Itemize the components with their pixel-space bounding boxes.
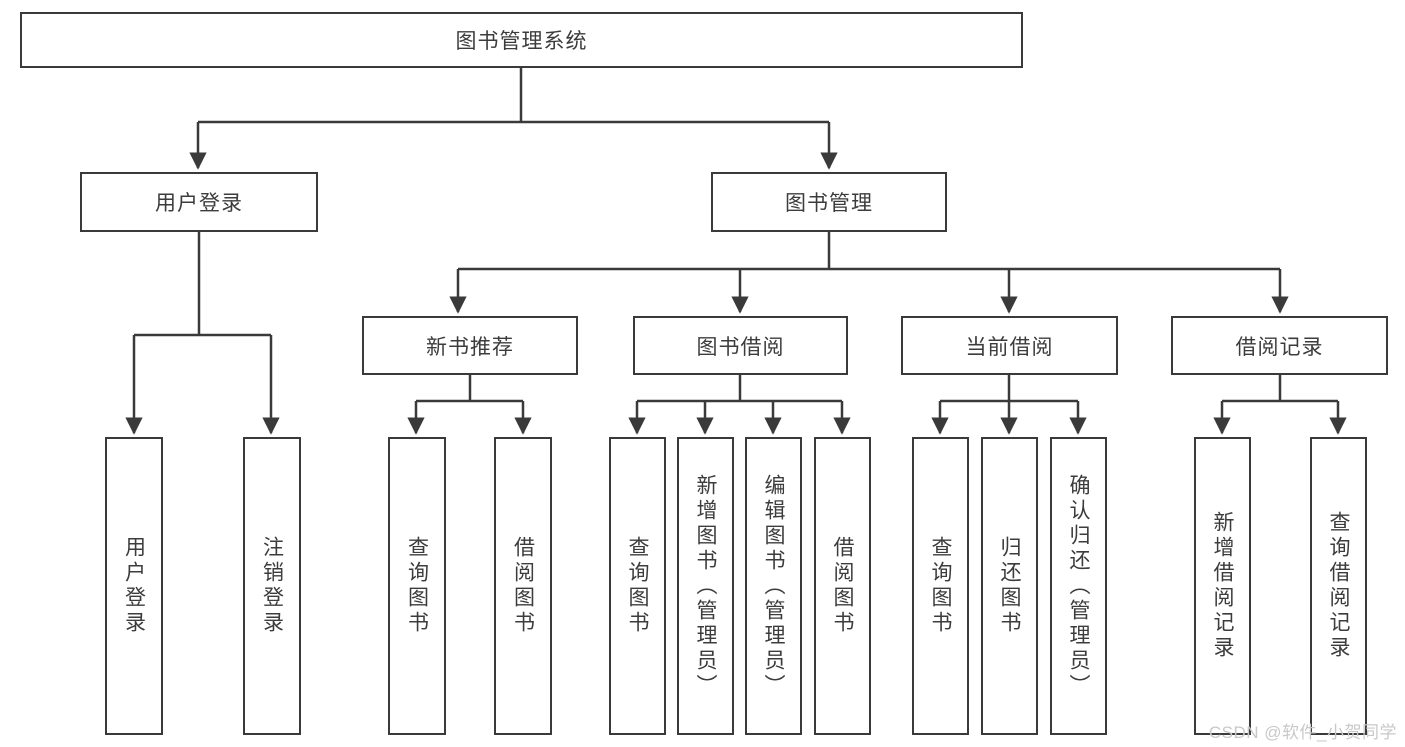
node-label: 归还图书 bbox=[998, 536, 1021, 636]
node-book-borrow[interactable]: 图书借阅 bbox=[633, 316, 848, 375]
leaf-book-borrow-2[interactable]: 编辑图书（管理员） bbox=[745, 437, 802, 735]
node-label: 新增图书（管理员） bbox=[694, 473, 717, 699]
node-new-book-recommend[interactable]: 新书推荐 bbox=[362, 316, 578, 375]
node-book-management[interactable]: 图书管理 bbox=[711, 172, 947, 232]
leaf-current-borrow-1[interactable]: 归还图书 bbox=[981, 437, 1038, 735]
node-label: 注销登录 bbox=[260, 536, 284, 636]
node-label: 图书管理 bbox=[785, 192, 873, 215]
watermark-text: CSDN @软件_小贺同学 bbox=[1208, 723, 1397, 742]
node-label: 查询图书 bbox=[405, 536, 429, 636]
leaf-book-borrow-3[interactable]: 借阅图书 bbox=[814, 437, 871, 735]
node-label: 查询图书 bbox=[929, 536, 952, 636]
node-label: 图书借阅 bbox=[696, 335, 785, 359]
leaf-current-borrow-0[interactable]: 查询图书 bbox=[912, 437, 969, 735]
leaf-user-login-0[interactable]: 用户登录 bbox=[105, 437, 163, 735]
leaf-borrow-record-1[interactable]: 查询借阅记录 bbox=[1310, 437, 1367, 735]
node-label: 新增借阅记录 bbox=[1211, 511, 1234, 661]
node-current-borrow[interactable]: 当前借阅 bbox=[901, 316, 1118, 375]
node-label: 当前借阅 bbox=[965, 335, 1054, 359]
node-label: 编辑图书（管理员） bbox=[762, 473, 785, 699]
node-label: 图书管理系统 bbox=[455, 30, 588, 53]
node-label: 借阅图书 bbox=[831, 536, 854, 636]
leaf-new-book-1[interactable]: 借阅图书 bbox=[494, 437, 552, 735]
node-label: 查询图书 bbox=[626, 536, 649, 636]
node-label: 查询借阅记录 bbox=[1327, 511, 1350, 661]
leaf-user-login-1[interactable]: 注销登录 bbox=[243, 437, 301, 735]
leaf-current-borrow-2[interactable]: 确认归还（管理员） bbox=[1050, 437, 1107, 735]
node-label: 用户登录 bbox=[155, 192, 243, 215]
leaf-book-borrow-0[interactable]: 查询图书 bbox=[609, 437, 666, 735]
leaf-borrow-record-0[interactable]: 新增借阅记录 bbox=[1194, 437, 1251, 735]
node-borrow-record[interactable]: 借阅记录 bbox=[1171, 316, 1388, 375]
node-label: 借阅图书 bbox=[511, 536, 535, 636]
leaf-new-book-0[interactable]: 查询图书 bbox=[388, 437, 446, 735]
leaf-book-borrow-1[interactable]: 新增图书（管理员） bbox=[677, 437, 734, 735]
node-label: 用户登录 bbox=[122, 536, 146, 636]
node-label: 确认归还（管理员） bbox=[1067, 473, 1090, 699]
node-user-login[interactable]: 用户登录 bbox=[80, 172, 318, 232]
node-label: 借阅记录 bbox=[1235, 335, 1324, 359]
node-system-root[interactable]: 图书管理系统 bbox=[20, 12, 1023, 68]
node-label: 新书推荐 bbox=[426, 335, 514, 359]
